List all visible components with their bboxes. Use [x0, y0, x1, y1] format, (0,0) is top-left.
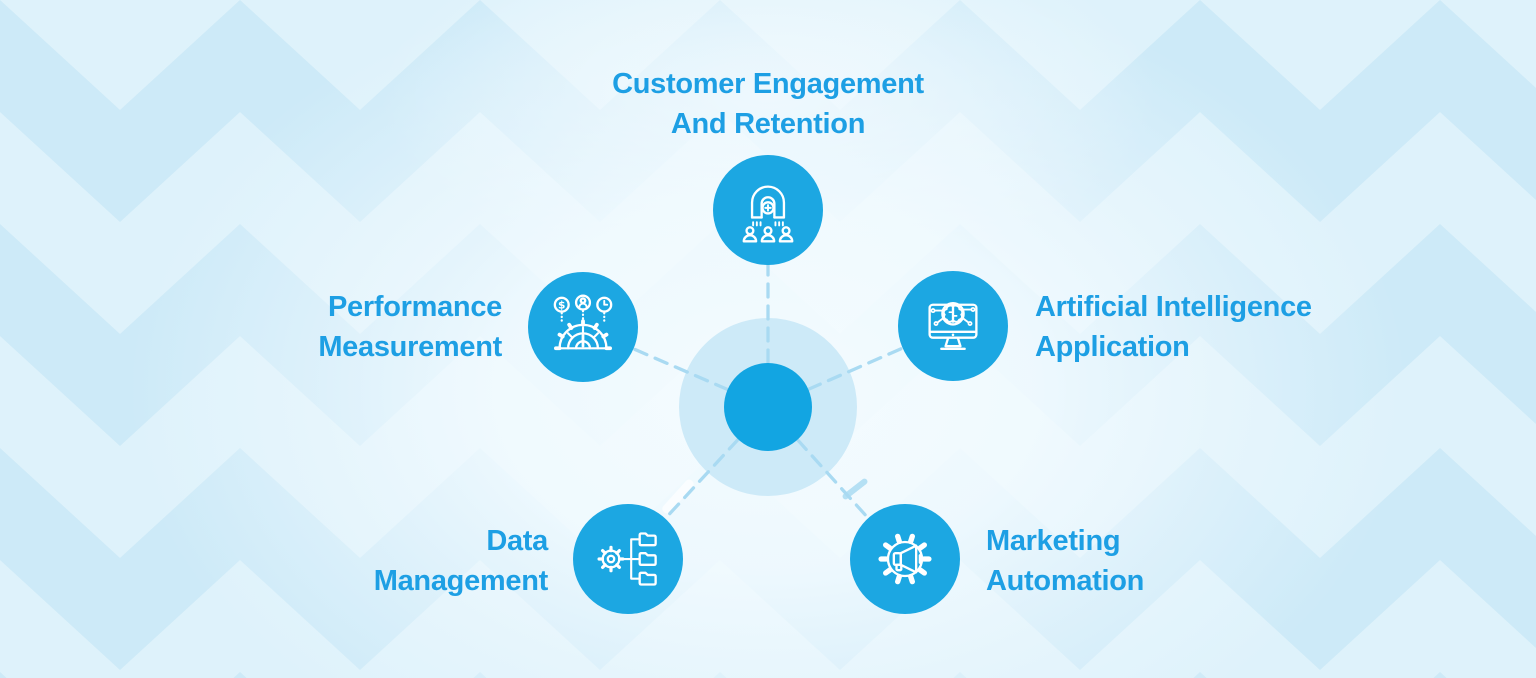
label-marketing-automation: Marketing Automation	[986, 521, 1144, 601]
label-line: Customer Engagement	[612, 68, 924, 100]
label-line: And Retention	[670, 108, 866, 140]
label-customer-engagement: Customer Engagement And Retention	[468, 64, 1068, 144]
svg-text:$: $	[558, 299, 565, 312]
label-line: Management	[373, 565, 549, 597]
label-line: Marketing	[986, 525, 1121, 557]
label-line: Performance	[328, 291, 502, 323]
monitor-brain-icon	[928, 301, 978, 351]
metrics-gauge-icon: $	[553, 294, 613, 351]
label-line: Measurement	[318, 331, 502, 363]
gear-folder-tree-icon	[597, 532, 657, 586]
node-marketing-automation	[850, 504, 960, 614]
gear-megaphone-icon	[878, 533, 932, 585]
hub-core-circle	[724, 363, 812, 451]
magnet-audience-icon	[742, 185, 794, 243]
label-artificial-intelligence: Artificial Intelligence Application	[1035, 287, 1312, 367]
label-data-management: Data Management	[373, 521, 549, 601]
node-performance-measurement: $	[528, 272, 638, 382]
node-customer-engagement	[713, 155, 823, 265]
label-line: Application	[1035, 331, 1190, 363]
label-line: Artificial Intelligence	[1035, 291, 1312, 323]
node-artificial-intelligence	[898, 271, 1008, 381]
node-data-management	[573, 504, 683, 614]
label-performance-measurement: Performance Measurement	[318, 287, 502, 367]
label-line: Data	[486, 525, 548, 557]
label-line: Automation	[986, 565, 1145, 597]
